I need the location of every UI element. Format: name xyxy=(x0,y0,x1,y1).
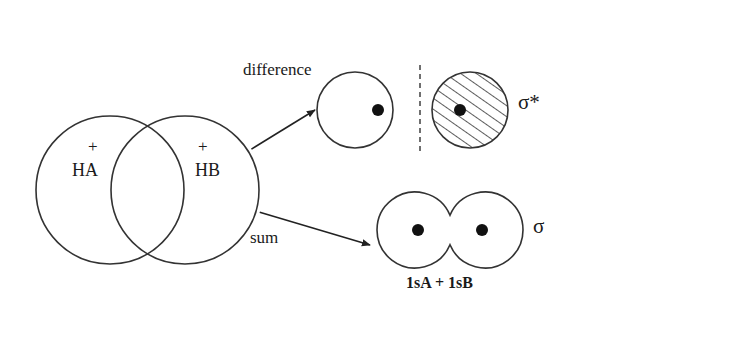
arrow-label: difference xyxy=(243,60,312,80)
atom-circle-outline xyxy=(35,115,185,265)
antibonding-orbital: σ* xyxy=(315,60,545,160)
orbital-label: σ* xyxy=(518,90,540,114)
orbital-label: HA xyxy=(72,160,98,181)
atom-circle: + HB xyxy=(110,115,260,265)
atom-circle-outline xyxy=(110,115,260,265)
orbital-label: 1sA + 1sB xyxy=(406,274,473,292)
arrow-label: sum xyxy=(250,228,278,248)
orbital-label: + xyxy=(88,137,98,157)
reaction-arrow xyxy=(251,110,315,149)
orbital-label: + xyxy=(198,137,208,157)
orbital-label: σ xyxy=(533,214,544,238)
orbital-label: HB xyxy=(195,160,220,181)
atom-circle: + HA xyxy=(35,115,185,265)
antibonding-orbital-outline xyxy=(315,60,545,160)
bonding-orbital: σ 1sA + 1sB xyxy=(370,190,570,300)
